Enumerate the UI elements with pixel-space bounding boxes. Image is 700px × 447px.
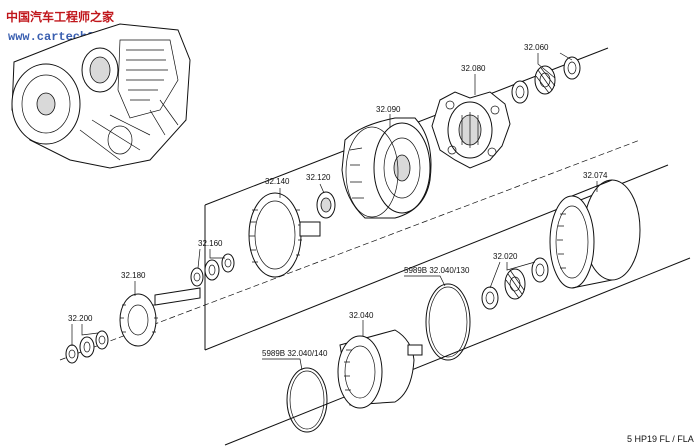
label-32020: 32.020 — [493, 252, 518, 261]
part-32180-shaft — [119, 287, 201, 347]
label-32180: 32.180 — [121, 271, 146, 280]
label-32160: 32.160 — [198, 239, 223, 248]
part-32160-washers — [190, 253, 235, 287]
label-32090: 32.090 — [376, 105, 401, 114]
label-32140: 32.140 — [265, 177, 290, 186]
label-5989b-130: 5989B 32.040/130 — [404, 266, 470, 275]
label-32080: 32.080 — [461, 64, 486, 73]
part-32080-planet-carrier — [431, 91, 511, 169]
part-snap-ring-130 — [425, 283, 471, 361]
label-32074: 32.074 — [583, 171, 608, 180]
transmission-overview-illustration — [11, 23, 191, 169]
part-snap-ring-140 — [286, 367, 328, 433]
label-32120: 32.120 — [306, 173, 331, 182]
footer-model: 5 HP19 FL / FLA — [627, 434, 694, 444]
leader-lines — [71, 52, 598, 371]
watermark-cn: 中国汽车工程师之家 — [6, 9, 115, 24]
label-32040: 32.040 — [349, 311, 374, 320]
part-32090-drum — [341, 117, 432, 219]
label-32200: 32.200 — [68, 314, 93, 323]
part-32074-ring-gear — [549, 179, 641, 289]
part-32040-clutch-housing — [337, 329, 423, 409]
center-axis — [59, 139, 641, 361]
part-32200-washers — [65, 330, 109, 364]
part-32120-bearing — [316, 191, 336, 219]
label-5989b-140: 5989B 32.040/140 — [262, 349, 328, 358]
label-32060: 32.060 — [524, 43, 549, 52]
part-32020-washers — [481, 257, 549, 310]
part-32140-gear — [248, 192, 321, 278]
part-32060-washers — [511, 56, 581, 104]
